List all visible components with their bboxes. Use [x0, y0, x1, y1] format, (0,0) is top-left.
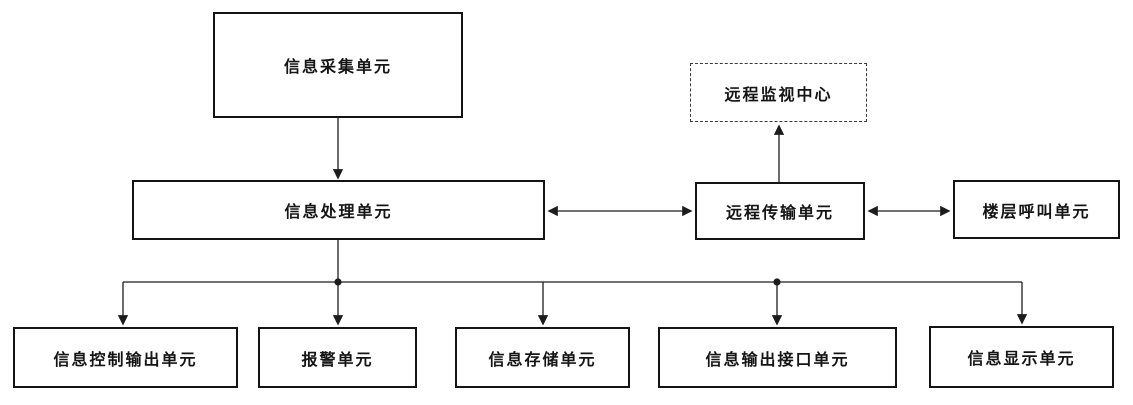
- node-label: 楼层呼叫单元: [982, 203, 1091, 221]
- node-info-control-output-unit: 信息控制输出单元: [13, 327, 238, 388]
- node-label: 信息控制输出单元: [53, 351, 198, 369]
- node-floor-call-unit: 楼层呼叫单元: [953, 180, 1120, 239]
- node-label: 信息采集单元: [283, 59, 392, 76]
- node-label: 报警单元: [301, 351, 374, 369]
- node-label: 远程监视中心: [724, 86, 833, 104]
- node-remote-monitoring-center: 远程监视中心: [690, 63, 867, 122]
- junction-dot: [334, 278, 342, 286]
- node-label: 信息处理单元: [284, 204, 393, 221]
- node-alarm-unit: 报警单元: [258, 327, 417, 388]
- node-label: 信息输出接口单元: [705, 351, 850, 369]
- node-remote-transmission-unit: 远程传输单元: [695, 182, 865, 240]
- node-label: 信息显示单元: [967, 351, 1076, 368]
- node-info-collection-unit: 信息采集单元: [213, 12, 463, 118]
- node-info-output-interface-unit: 信息输出接口单元: [658, 327, 897, 388]
- node-label: 远程传输单元: [725, 205, 834, 222]
- node-label: 信息存储单元: [488, 351, 597, 369]
- node-info-processing-unit: 信息处理单元: [132, 180, 545, 240]
- node-info-storage-unit: 信息存储单元: [455, 327, 630, 388]
- junction-dot: [773, 278, 781, 286]
- node-info-display-unit: 信息显示单元: [929, 326, 1114, 388]
